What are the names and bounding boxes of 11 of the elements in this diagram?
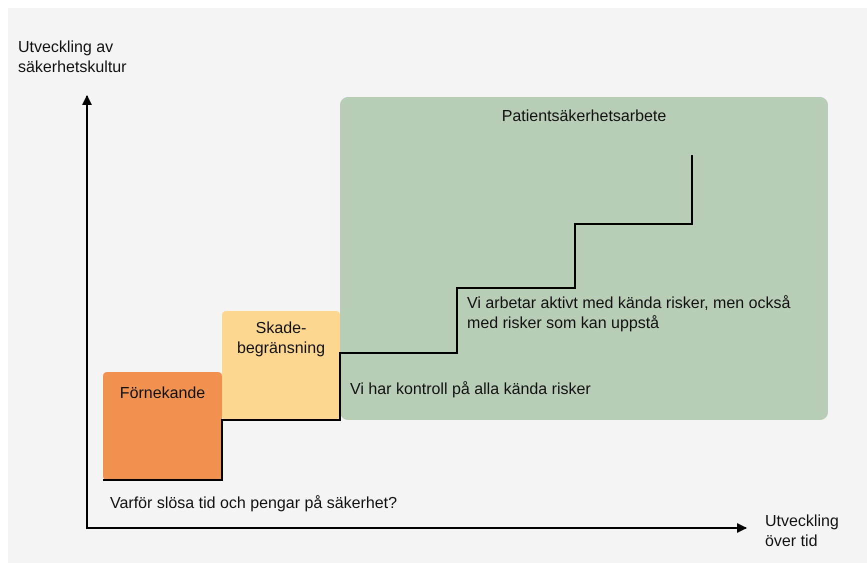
stage-panel bbox=[340, 97, 828, 420]
stage-box bbox=[222, 311, 340, 420]
stage-box bbox=[103, 372, 222, 480]
stage-label: Patientsäkerhetsarbete bbox=[502, 108, 666, 125]
stage-label: Skade-begränsning bbox=[236, 320, 326, 357]
description-text: Vi arbetar aktivt med kända risker, men också med risker som kan uppstå bbox=[467, 295, 790, 332]
axis-label: Utveckling av säkerhetskultur bbox=[18, 38, 128, 78]
caption-text: Varför slösa tid och pengar på säkerhet? bbox=[110, 494, 397, 514]
stage-label: Förnekande bbox=[120, 385, 206, 402]
axis-label: Utveckling över tid bbox=[765, 512, 840, 552]
description-text: Vi har kontroll på alla kända risker bbox=[350, 381, 591, 398]
